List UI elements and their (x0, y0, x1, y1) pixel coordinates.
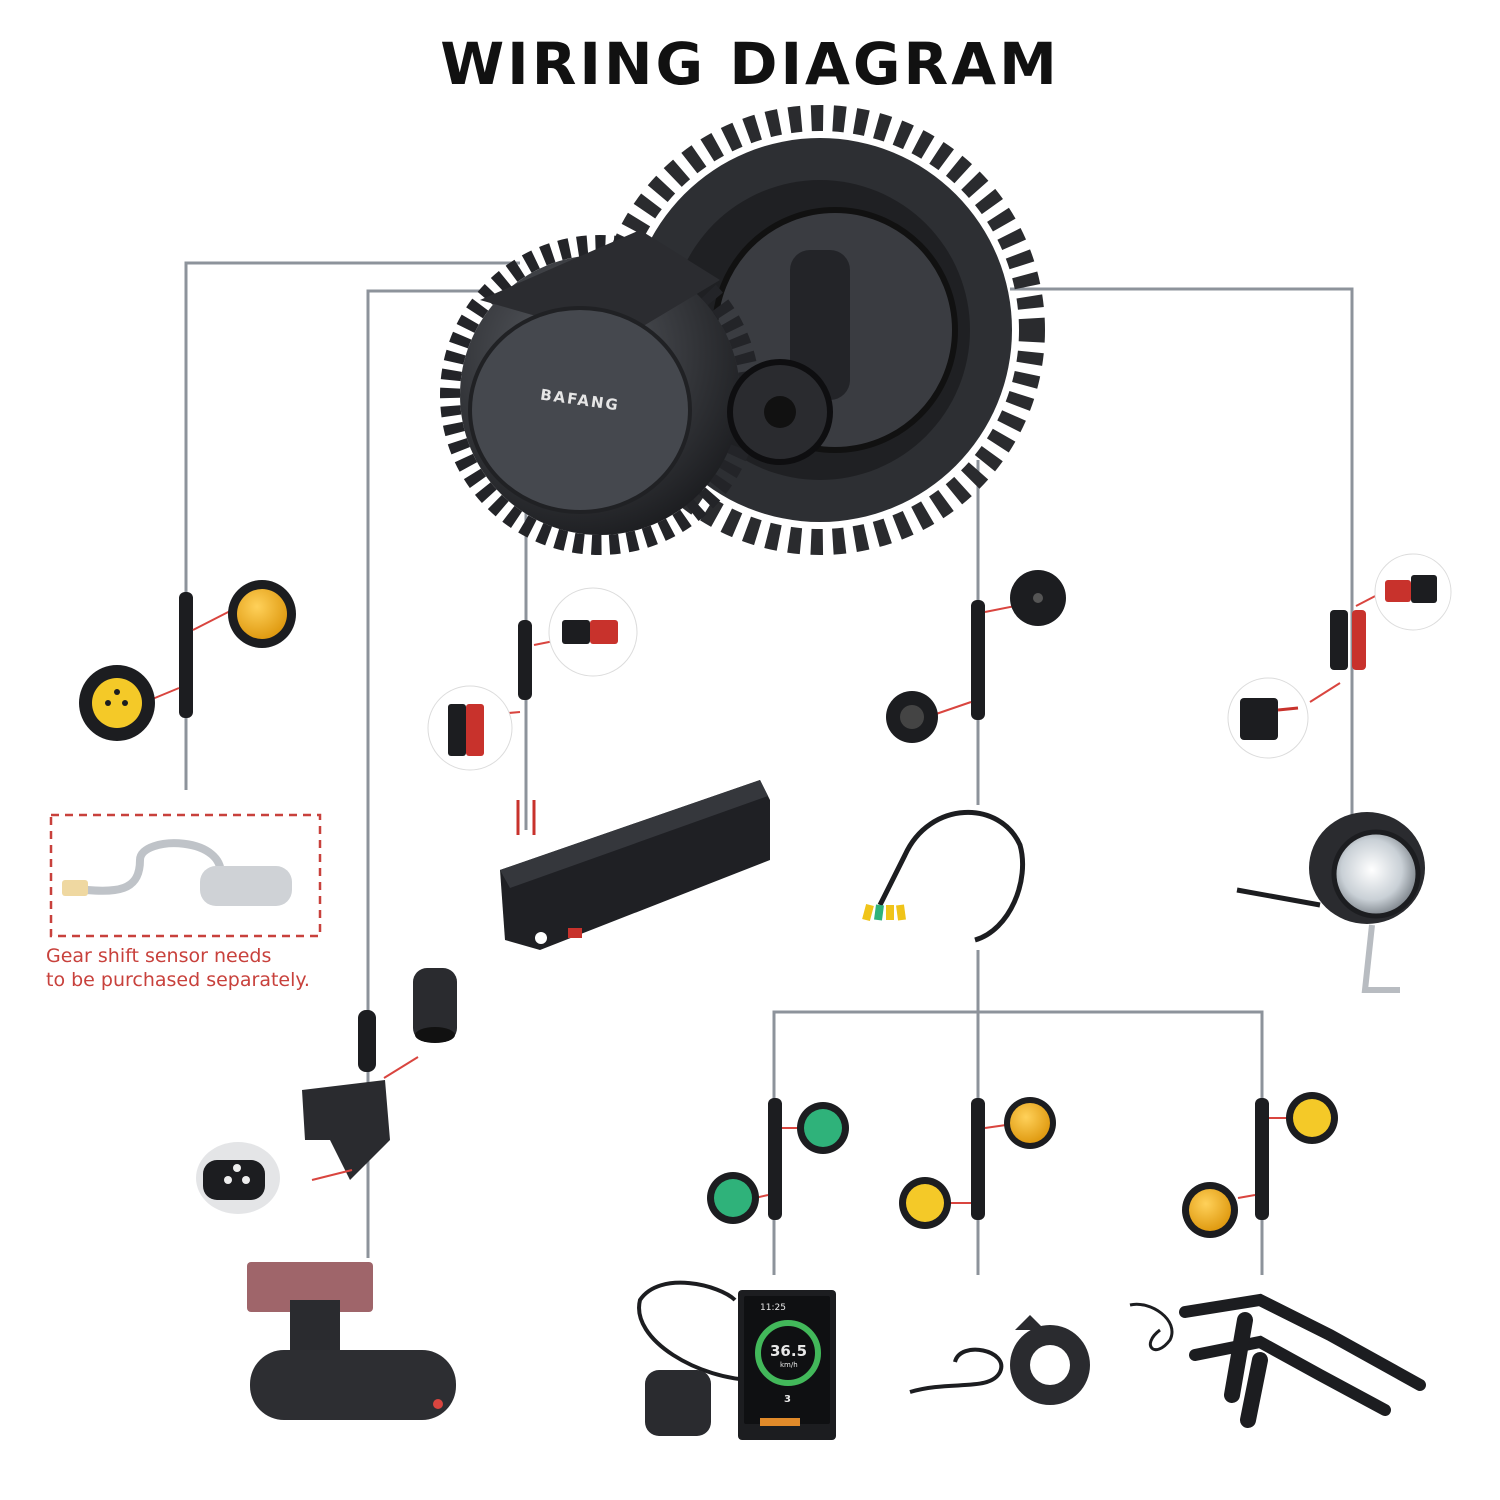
wire-headlight (1010, 287, 1354, 840)
gear-sensor-connector-pair (79, 580, 296, 741)
gear-sensor-optional-box (49, 813, 322, 938)
harness-connector-pair (886, 570, 1066, 743)
display-speed: 36.5 (770, 1342, 808, 1360)
note-line-2: to be purchased separately. (46, 969, 310, 991)
main-harness-cable (862, 810, 1026, 943)
display-time: 11:25 (760, 1303, 786, 1313)
red-anderson-connector-icon (1374, 553, 1452, 631)
brake-connector-pair (1182, 1092, 1338, 1238)
headlight (1236, 812, 1425, 993)
battery-pack (500, 780, 770, 950)
battery-branch (427, 587, 770, 950)
speed-sensor-body (250, 1350, 456, 1420)
headlight-branch (1227, 553, 1452, 993)
remote-keypad (645, 1370, 711, 1436)
brake-levers (1129, 1293, 1426, 1428)
speed-sensor (247, 1262, 456, 1420)
throttle-connector-pair (899, 1097, 1056, 1229)
display-unit: km/h (780, 1361, 798, 1369)
speed-sensor-branch (196, 968, 457, 1214)
gear-sensor-note: Gear shift sensor needs to be purchased … (46, 944, 310, 992)
jst-connector-icon (1227, 677, 1309, 759)
motor-cover (468, 306, 692, 514)
anderson-pair-icon (427, 685, 513, 771)
thumb-throttle (909, 1315, 1090, 1405)
display-gear: 3 (784, 1394, 791, 1405)
display-connector-pair (707, 1098, 849, 1224)
dashed-box (49, 813, 322, 938)
anderson-connector-icon (548, 587, 638, 677)
gear-shift-sensor-cable (66, 839, 225, 895)
color-display (637, 1280, 836, 1440)
speed-sensor-plug-icon (413, 968, 457, 1042)
wire-speed-sensor (366, 289, 480, 1258)
note-line-1: Gear shift sensor needs (46, 945, 272, 967)
mid-drive-motor (440, 105, 1045, 555)
gear-shift-sensor-icon (200, 866, 292, 906)
page-title: WIRING DIAGRAM (440, 30, 1060, 98)
